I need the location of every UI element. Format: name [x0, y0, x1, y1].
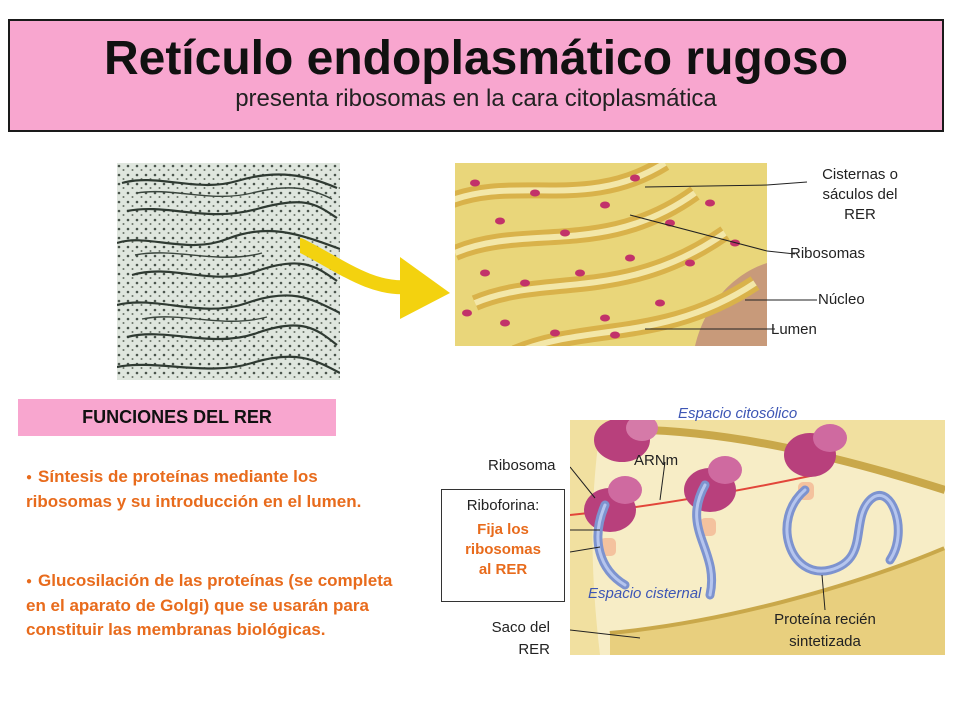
arrow-icon — [300, 238, 450, 319]
function-item-2: ●Glucosilación de las proteínas (se comp… — [26, 569, 406, 642]
functions-heading: FUNCIONES DEL RER — [18, 399, 336, 436]
label-riboforina-line3: al RER — [478, 561, 528, 578]
label-nucleo: Núcleo — [818, 291, 865, 308]
label-espacio-cisternal: Espacio cisternal — [588, 585, 702, 602]
bullet-icon: ● — [26, 471, 33, 483]
page-title: Retículo endoplasmático rugoso — [103, 32, 849, 85]
title-banner: Retículo endoplasmático rugoso presenta … — [8, 19, 944, 132]
label-riboforina-line1: Fija los — [477, 521, 529, 538]
label-ribosomas: Ribosomas — [790, 245, 866, 262]
function-item-1-text: Síntesis de proteínas mediante los ribos… — [26, 467, 362, 511]
bullet-icon: ● — [26, 575, 33, 587]
leader-lines — [767, 181, 817, 330]
label-cisternas-line1: Cisternas o — [822, 166, 898, 183]
label-saco-line2: RER — [518, 641, 550, 658]
label-saco-line1: Saco del — [491, 619, 550, 636]
label-saco: Saco del RER — [470, 618, 550, 660]
label-cisternas: Cisternas o sáculos del RER — [795, 165, 925, 225]
function-item-2-text: Glucosilación de las proteínas (se compl… — [26, 571, 393, 639]
function-item-1: ●Síntesis de proteínas mediante los ribo… — [26, 465, 406, 514]
label-ribosoma: Ribosoma — [488, 457, 556, 474]
ribosome-membrane-illustration — [570, 420, 945, 655]
label-riboforina-title: Riboforina: — [466, 497, 540, 514]
label-proteina-line2: sintetizada — [789, 633, 861, 650]
label-proteina: Proteína recién sintetizada — [750, 610, 900, 652]
label-lumen: Lumen — [771, 321, 817, 338]
page-subtitle: presenta ribosomas en la cara citoplasmá… — [235, 85, 717, 112]
label-arnm: ARNm — [634, 452, 679, 469]
label-espacio-citosolico: Espacio citosólico — [678, 405, 798, 422]
label-riboforina-line2: ribosomas — [465, 541, 541, 558]
label-cisternas-line2: sáculos del — [822, 186, 898, 203]
riboforina-box: Riboforina: Fija los ribosomas al RER — [441, 489, 565, 602]
micrograph-image — [117, 163, 340, 380]
label-proteina-line1: Proteína recién — [774, 611, 876, 628]
label-cisternas-line3: RER — [844, 206, 876, 223]
rer-3d-illustration — [455, 163, 767, 346]
